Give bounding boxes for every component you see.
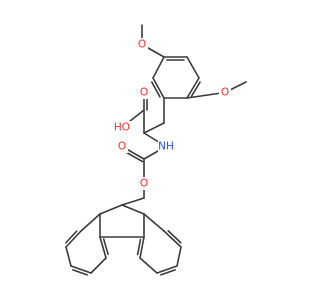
bond-ring-a3-a4-second <box>190 81 201 98</box>
atom-o-acid-carbonyl-label: O <box>140 87 148 99</box>
bond-right-6 <box>139 236 145 259</box>
bond-left-4-second <box>72 269 88 276</box>
bond-ring-a5-a6 <box>152 77 165 99</box>
atom-o-carbamate-carbonyl-label: O <box>118 141 126 153</box>
bond-ch2-calpha <box>143 122 165 134</box>
bond-right-5 <box>139 257 158 274</box>
bond-ring-a3-a4 <box>186 77 200 99</box>
bond-ring-a5-a6-second <box>151 81 161 98</box>
bond-right-4 <box>156 265 178 274</box>
bond-lines <box>65 24 247 276</box>
bond-left-2-second <box>65 230 78 244</box>
bond-left-2 <box>65 230 82 248</box>
atom-o-top-methoxy: O <box>136 38 148 51</box>
atom-o-acid-carbonyl: O <box>138 86 150 99</box>
atom-o-carbamate-ester-label: O <box>140 178 148 190</box>
bond-left-6-second <box>102 238 109 256</box>
atom-o-top-methoxy-label: O <box>138 39 146 51</box>
atom-nh-amide: NH <box>158 140 174 153</box>
atom-labels: O O O HO NH O O <box>113 38 231 190</box>
bond-left-3 <box>65 246 72 267</box>
molecule-structure: O O O HO NH O O <box>65 24 247 276</box>
bond-right-2 <box>163 230 182 248</box>
bond-right-1 <box>143 213 165 232</box>
bond-left-5 <box>90 257 107 274</box>
atom-oh-acid-label: HO <box>114 122 130 134</box>
bond-right-3 <box>176 246 182 267</box>
atom-o-right-methoxy-label: O <box>221 87 229 99</box>
bond-left-1 <box>80 213 101 232</box>
bond-left-6 <box>99 236 107 259</box>
atom-nh-amide-label: NH <box>158 141 174 153</box>
atom-o-right-methoxy: O <box>219 86 231 99</box>
bond-f9-f8a <box>121 204 145 215</box>
atom-oh-acid: HO <box>113 121 131 134</box>
bond-ch2-f9 <box>121 197 145 206</box>
bond-left-4 <box>70 265 92 274</box>
bond-f9-f9a <box>99 204 123 215</box>
atom-o-carbamate-carbonyl: O <box>116 140 128 153</box>
bond-ring-a6-a1 <box>152 56 165 79</box>
bond-ring-o-right <box>186 91 226 99</box>
bond-right-6-second <box>136 238 142 256</box>
bond-right-4-second <box>160 269 176 276</box>
bond-ring-a2-a3 <box>186 56 200 79</box>
bond-right-2-second <box>167 230 182 244</box>
atom-o-carbamate-ester: O <box>138 177 150 190</box>
